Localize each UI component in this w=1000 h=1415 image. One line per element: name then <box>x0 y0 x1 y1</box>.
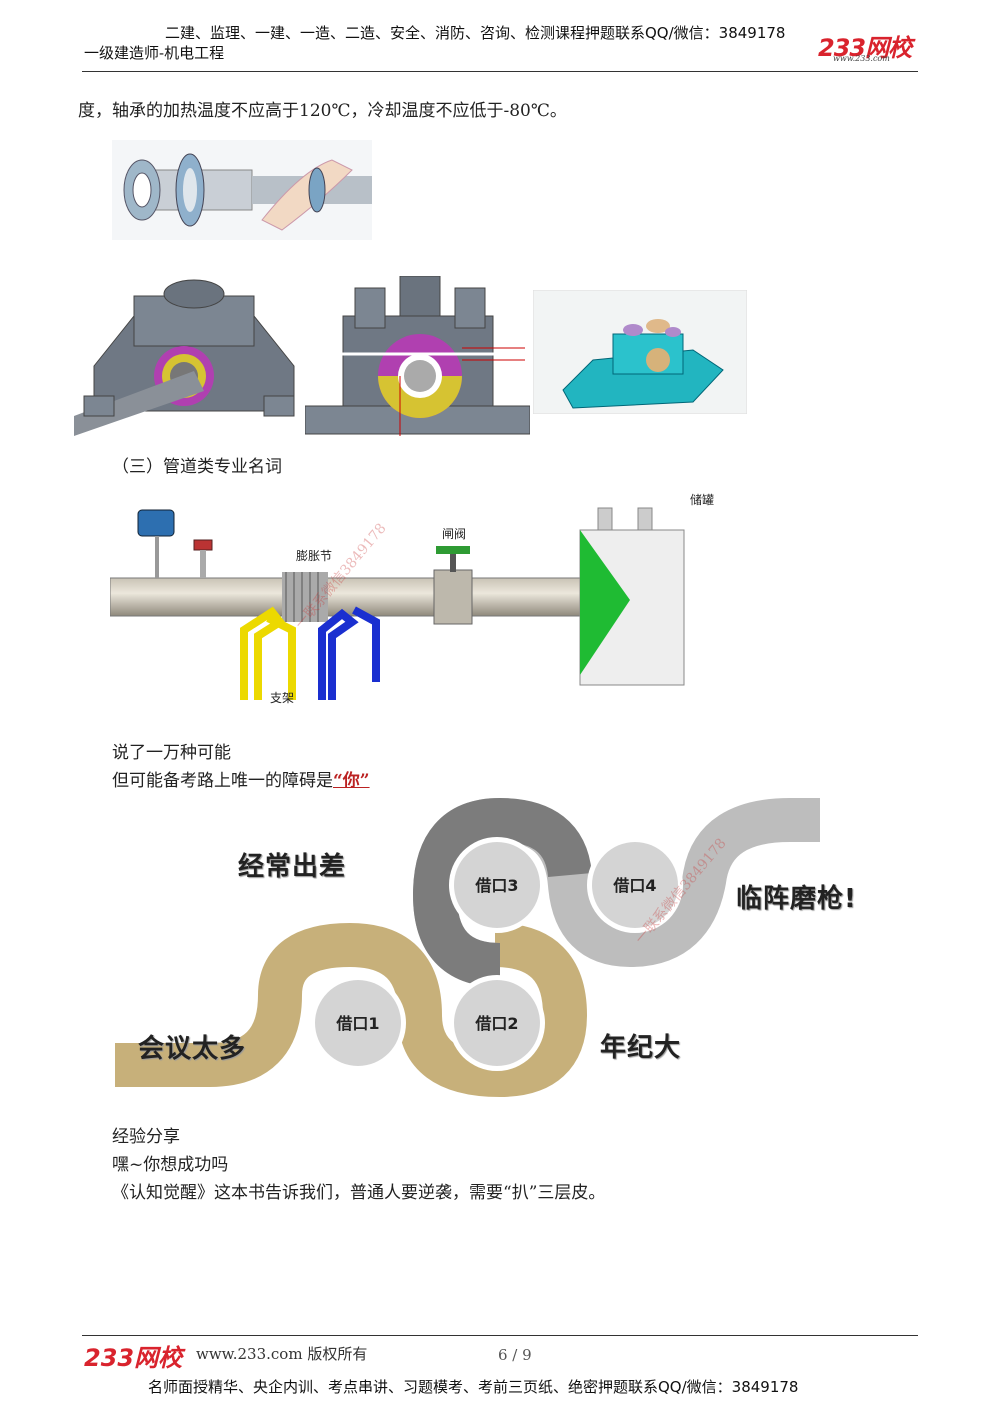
plummer-block-3d <box>74 276 304 441</box>
header-logo-url: www.233.com <box>833 54 890 63</box>
share-line-2: 《认知觉醒》这本书告诉我们，普通人要逆袭，需要“扒”三层皮。 <box>112 1183 606 1203</box>
excuse-too-many-meetings: 会议太多 <box>138 1034 247 1064</box>
section-heading-pipe: （三）管道类专业名词 <box>112 457 282 477</box>
header-subtitle: 一级建造师-机电工程 <box>84 44 225 62</box>
excuse-age: 年纪大 <box>600 1033 682 1063</box>
svg-text:借口1: 借口1 <box>335 1014 379 1033</box>
footer-copyright: www.233.com 版权所有 <box>196 1345 368 1363</box>
gate-valve <box>433 546 473 625</box>
svg-text:借口2: 借口2 <box>474 1014 518 1033</box>
storage-tank <box>579 507 685 686</box>
label-storage-tank: 储罐 <box>690 492 714 507</box>
footer-rule <box>82 1335 918 1336</box>
header-rule <box>82 71 918 72</box>
share-line-1: 嘿~你想成功吗 <box>112 1155 229 1175</box>
line-possibilities: 说了一万种可能 <box>112 743 231 763</box>
header-logo: 233网校 <box>818 34 912 62</box>
label-gate-valve: 闸阀 <box>442 527 466 541</box>
bearing-mounting-illustration <box>112 140 372 240</box>
plummer-block-render <box>533 290 747 414</box>
label-expansion-joint: 膨胀节 <box>296 549 332 563</box>
line-obstacle: 但可能备考路上唯一的障碍是“你” <box>112 766 370 791</box>
excuse-circle-4: 借口4 <box>587 837 683 933</box>
excuse-circle-2: 借口2 <box>449 975 545 1071</box>
excuse-frequent-travel: 经常出差 <box>238 852 347 882</box>
excuse-last-minute: 临阵磨枪! <box>736 884 857 914</box>
plummer-block-section <box>305 276 530 436</box>
excuse-circle-1: 借口1 <box>310 975 406 1071</box>
footer-page-number: 6 / 9 <box>498 1346 532 1364</box>
line-obstacle-prefix: 但可能备考路上唯一的障碍是 <box>112 771 333 791</box>
label-support: 支架 <box>270 691 294 705</box>
header-promo: 二建、监理、一建、一造、二造、安全、消防、咨询、检测课程押题联系QQ/微信：38… <box>165 24 786 42</box>
footer-logo: 233网校 <box>84 1344 183 1372</box>
line-obstacle-highlight: “你” <box>333 771 370 791</box>
share-title: 经验分享 <box>112 1127 180 1147</box>
footer-promo: 名师面授精华、央企内训、考点串讲、习题模考、考前三页纸、绝密押题联系QQ/微信：… <box>148 1378 799 1396</box>
svg-text:借口4: 借口4 <box>612 876 656 895</box>
pipe-body <box>110 577 591 617</box>
expansion-joint <box>282 572 328 622</box>
svg-text:借口3: 借口3 <box>474 876 518 895</box>
excuses-graphic: 借口3 借口4 借口1 借口2 <box>115 797 820 1098</box>
excuse-circle-3: 借口3 <box>449 837 545 933</box>
intro-line: 度，轴承的加热温度不应高于120℃，冷却温度不应低于-80℃。 <box>78 101 567 121</box>
pipe-system-diagram: 储罐 闸阀 膨胀节 支架 <box>110 492 714 705</box>
